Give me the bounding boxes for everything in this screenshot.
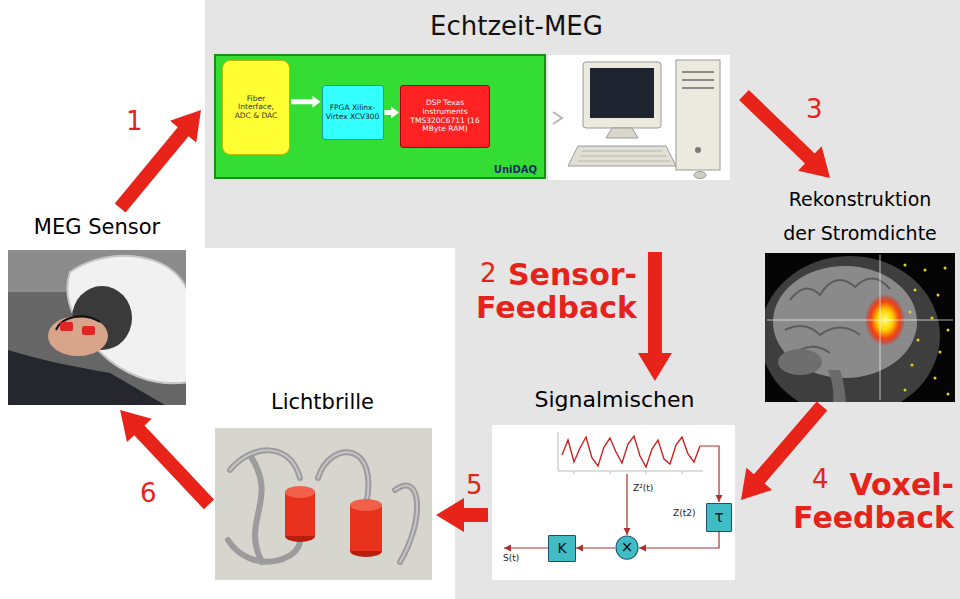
node-label: τ xyxy=(714,509,723,526)
signal-wire xyxy=(639,532,719,548)
node-label: MEG Sensor xyxy=(34,215,160,239)
daq-board-fill xyxy=(215,55,545,178)
interface-box: Fiber Interface, ADC & DAC xyxy=(222,60,290,155)
red-light-left xyxy=(285,492,315,536)
figure-ground xyxy=(492,425,735,580)
feedback-label: Voxel- Feedback xyxy=(793,468,954,534)
cylinder-top xyxy=(350,499,382,511)
node-label: DSP Texas Instruments TMS320C6711 (16 MB… xyxy=(405,99,485,134)
node-label: UniDAQ xyxy=(494,164,537,176)
monitor-stand xyxy=(606,128,638,138)
cable-highlights xyxy=(230,450,417,562)
step-number: 2 xyxy=(480,260,497,286)
circle-shape xyxy=(616,536,638,559)
plot-ticks xyxy=(574,471,682,474)
step-number: 1 xyxy=(126,108,143,134)
node-label: × xyxy=(621,539,634,556)
goggles-photo xyxy=(215,428,432,580)
process-arrow xyxy=(436,498,488,532)
output-chevron xyxy=(553,112,562,124)
gain-box: K xyxy=(548,535,576,562)
goggle-right xyxy=(82,326,95,335)
signal-wire xyxy=(576,547,615,548)
red-light-right xyxy=(350,505,382,551)
scalp xyxy=(765,256,940,402)
cylinder-top xyxy=(285,486,315,498)
step-number: 3 xyxy=(806,96,823,122)
goggles-panel: Lichtbrille xyxy=(213,388,432,582)
node-label: Lichtbrille xyxy=(271,390,374,414)
output-wire xyxy=(504,547,548,548)
signal-name: S(t) xyxy=(503,553,519,563)
step-number: 5 xyxy=(466,472,483,498)
keyboard xyxy=(568,146,676,166)
photo-ground xyxy=(215,428,432,580)
mouse xyxy=(694,172,706,179)
dsp-box: DSP Texas Instruments TMS320C6711 (16 MB… xyxy=(400,85,490,148)
sensor-panel: MEG Sensor xyxy=(8,212,186,406)
photo-ground xyxy=(548,55,730,180)
meg-sensor-photo xyxy=(8,250,186,405)
daq-board: UniDAQ Fiber Interface, ADC & DAC FPGA Xil… xyxy=(215,55,545,178)
cerebellum xyxy=(778,349,822,375)
pc-tower xyxy=(676,60,720,170)
brain-section xyxy=(765,255,953,402)
signal-trace xyxy=(562,436,700,467)
keyboard-keys xyxy=(578,151,670,161)
monitor-screen xyxy=(590,68,654,118)
reconstruction-panel: Rekonstruktion der Stromdichte xyxy=(762,182,958,402)
data-arrow xyxy=(385,107,400,119)
brain-image xyxy=(760,253,955,416)
step-number: 6 xyxy=(140,480,157,506)
ribbon-cables xyxy=(228,450,417,562)
data-arrow xyxy=(291,96,321,108)
system-background xyxy=(205,0,960,599)
brainstem xyxy=(828,370,846,402)
crosshair xyxy=(767,255,953,400)
fpga-box: FPGA Xilinx-Virtex XCV300 xyxy=(322,85,384,140)
body xyxy=(8,350,165,405)
node-label: FPGA Xilinx-Virtex XCV300 xyxy=(326,104,380,121)
plot-axes xyxy=(558,432,703,471)
process-arrow xyxy=(638,252,672,381)
node-label: K xyxy=(557,540,566,556)
node-label: Signalmischen xyxy=(534,387,694,412)
signal-name: Z(t2) xyxy=(673,508,695,518)
goggle-left xyxy=(60,322,73,331)
process-arrow xyxy=(739,90,830,178)
monitor-frame xyxy=(583,62,661,128)
node-label: Fiber Interface, ADC & DAC xyxy=(232,95,280,121)
signal-wire xyxy=(626,474,627,535)
delay-box: τ xyxy=(706,503,732,532)
power-button xyxy=(695,147,701,153)
drive-slots xyxy=(682,72,714,88)
cortex xyxy=(773,266,917,378)
node-label: Echtzeit-MEG xyxy=(293,12,740,42)
signal-name: Z²(t) xyxy=(633,483,653,493)
feedback-label: Sensor- Feedback xyxy=(476,258,637,324)
node-label: Rekonstruktion der Stromdichte xyxy=(776,182,944,250)
sensor-dots xyxy=(904,264,950,396)
face xyxy=(48,316,108,356)
process-arrow xyxy=(120,410,214,509)
computer-picture xyxy=(548,55,730,180)
step-number: 4 xyxy=(812,466,829,492)
mixing-figure xyxy=(492,425,735,580)
signal-wire xyxy=(700,446,719,502)
system-panel: Echtzeit-MEG UniDAQ Fiber Interface, ADC &… xyxy=(205,0,740,248)
mixing-panel: Signalmischen τ × K xyxy=(492,385,737,582)
multiplier-circle: × xyxy=(615,535,639,560)
